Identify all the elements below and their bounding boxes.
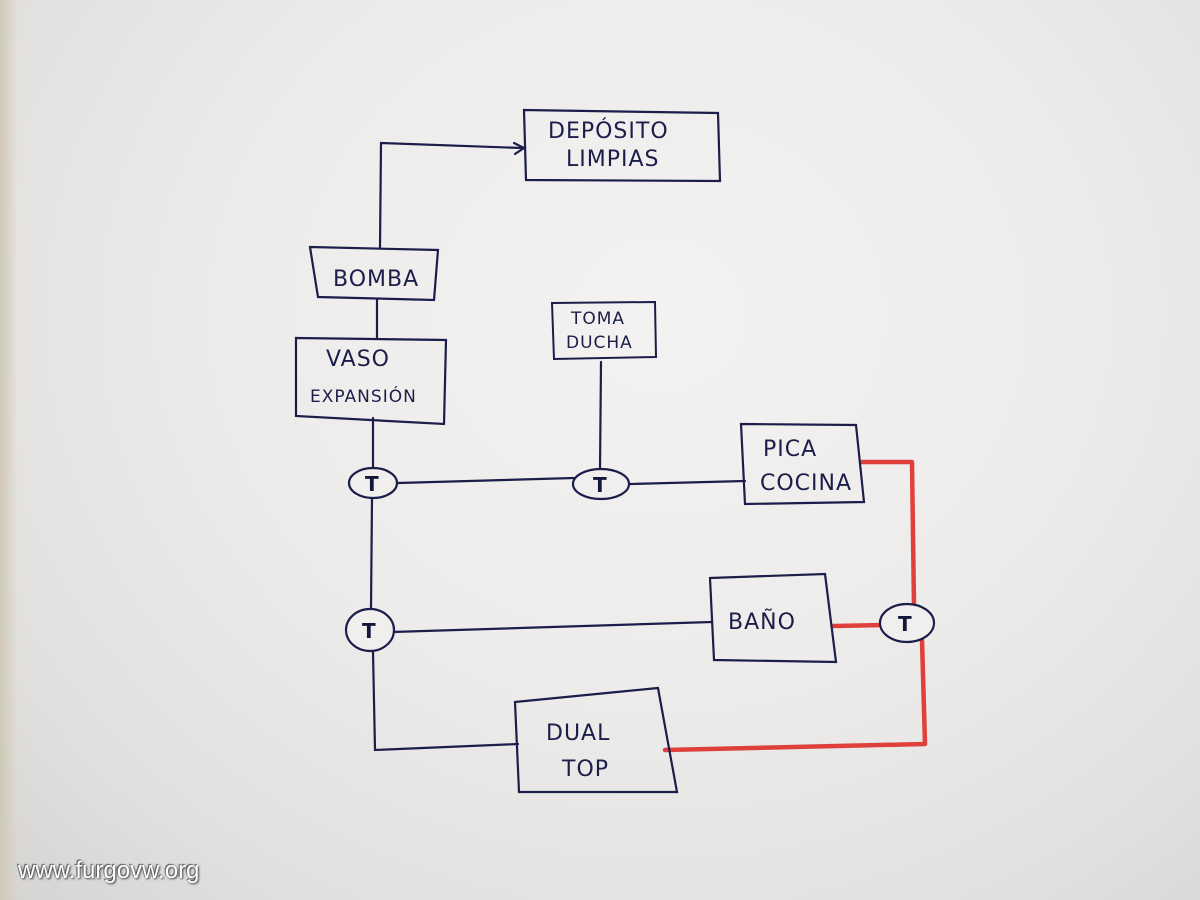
pipe-dualtop-tee4 [662,637,928,753]
bomba-label: BOMBA [333,267,419,292]
node-dual-top: DUAL TOP [513,686,679,794]
deposito-line1: DEPÓSITO [548,118,669,144]
watermark-url: www.furgovw.org [18,857,200,884]
pica-line2: COCINA [760,471,852,496]
pipe-tee4-pica [859,459,917,609]
tee-junction-1: T [347,466,399,500]
vaso-line2: EXPANSIÓN [310,385,417,407]
node-toma-ducha: TOMA DUCHA [550,300,658,361]
paper-edge [0,0,18,900]
tee-2-label: T [593,473,607,497]
pipe-bano-tee4 [831,622,887,629]
deposito-line2: LIMPIAS [566,147,660,172]
tee-junction-2: T [571,467,631,501]
tee-1-label: T [365,472,379,496]
pica-line1: PICA [763,437,817,462]
tee-junction-4: T [878,602,936,644]
hot-pipes [662,459,928,753]
tee-4-label: T [898,612,912,636]
node-vaso-expansion: VASO EXPANSIÓN [294,336,448,426]
node-bomba: BOMBA [308,245,440,302]
node-deposito-limpias: DEPÓSITO LIMPIAS [522,108,722,183]
pipe-bomba-deposito [378,141,524,250]
dual-line1: DUAL [546,721,610,746]
pipe-tee3-dualtop [371,650,520,752]
toma-line1: TOMA [570,309,625,329]
toma-line2: DUCHA [566,333,633,353]
tee-junction-3: T [344,607,396,653]
node-bano: BAÑO [708,572,838,664]
dual-line2: TOP [561,757,609,782]
pipe-tee1-tee3 [369,495,374,610]
vaso-line1: VASO [326,347,390,372]
pipe-tee1-tee2 [396,476,576,485]
tee-3-label: T [362,619,376,643]
cold-pipes [369,141,747,752]
pipe-tee2-pica [628,479,747,486]
pipe-toma-tee2 [598,360,603,472]
pipe-tee3-bano [390,620,714,634]
bano-label: BAÑO [728,608,796,635]
node-pica-cocina: PICA COCINA [739,422,866,506]
